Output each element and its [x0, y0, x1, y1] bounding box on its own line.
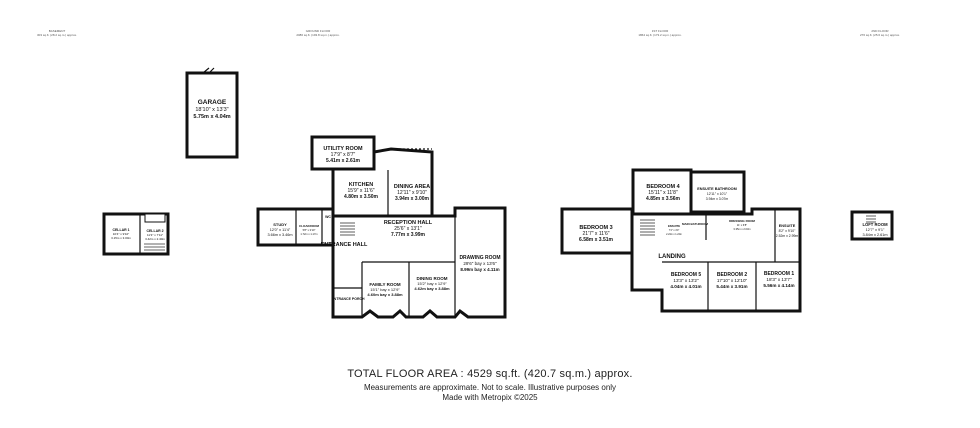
family-room-label: FAMILY ROOM [369, 282, 401, 287]
cloakroom-imperial: 5'8" x 3'10" [303, 228, 316, 232]
bedroom5-metric: 4.04m x 4.01m [670, 284, 701, 289]
ground-floor-plan: UTILITY ROOM 17'9" x 8'7" 5.41m x 2.61m … [256, 135, 507, 319]
cellar1-metric: 3.15m x 3.00m [111, 236, 131, 240]
floor-header-basement: BASEMENT 303 sq.ft. (28.2 sq.m.) approx. [37, 29, 77, 37]
cellar1-label: CELLAR 1 [112, 228, 129, 232]
floor-header-first: 1ST FLOOR 1864 sq.ft. (173.2 sq.m.) appr… [638, 29, 682, 37]
ensuite-label: ENSUITE [779, 224, 796, 228]
entrance-hall-label: ENTRANCE HALL [321, 242, 368, 248]
family-room-metric: 4.60m bay x 3.88m [367, 292, 403, 297]
cellar2-metric: 3.42m x 2.40m [145, 237, 165, 241]
kitchen-metric: 4.80m x 3.50m [344, 194, 378, 200]
loft-room-imperial: 12'7" x 9'1" [866, 228, 885, 232]
svg-text:1ST FLOOR: 1ST FLOOR [652, 29, 669, 33]
dining-area-label: DINING AREA [394, 184, 430, 190]
ensuite-small-imperial: 7'4" x 4'0" [669, 229, 680, 232]
first-floor-plan: BEDROOM 3 21'7" x 11'6" 6.58m x 3.51m BE… [560, 168, 802, 313]
garage-imperial: 18'10" x 13'3" [195, 107, 228, 113]
drawing-room-metric: 8.99m bay x 4.11m [460, 267, 499, 272]
made-with-credit: Made with Metropix ©2025 [442, 393, 538, 402]
dining-area-imperial: 12'11" x 9'10" [397, 190, 427, 196]
cellar1-imperial: 10'4" x 9'10" [113, 232, 129, 236]
ensuite-imperial: 8'2" x 9'10" [779, 229, 797, 233]
bedroom5-imperial: 13'3" x 13'2" [673, 278, 699, 283]
bedroom3-imperial: 21'7" x 11'6" [582, 231, 609, 237]
kitchen-label: KITCHEN [349, 182, 373, 188]
dining-area-metric: 3.94m x 3.00m [395, 196, 429, 202]
bedroom2-label: BEDROOM 2 [717, 272, 748, 278]
main-bathroom-label: MAIN BATHROOM [682, 222, 708, 226]
cellar2-label: CELLAR 2 [146, 229, 163, 233]
dining-room-metric: 4.62m bay x 3.88m [414, 286, 450, 291]
drawing-room-label: DRAWING ROOM [459, 255, 500, 261]
dressing-room-metric: 3.35m x 2.03m [733, 227, 750, 231]
svg-text:2ND FLOOR: 2ND FLOOR [871, 29, 889, 33]
basement-plan: CELLAR 1 10'4" x 9'10" 3.15m x 3.00m CEL… [102, 212, 170, 256]
svg-text:276 sq.ft. (25.6 sq.m.) approx: 276 sq.ft. (25.6 sq.m.) approx. [860, 33, 900, 37]
dressing-room-imperial: 11' x 6'8" [737, 223, 747, 227]
cellar2-imperial: 11'3" x 7'11" [147, 233, 163, 237]
ensuite-bathroom-imperial: 12'11" x 10'1" [707, 192, 728, 196]
svg-text:303 sq.ft. (28.2 sq.m.) approx: 303 sq.ft. (28.2 sq.m.) approx. [37, 33, 77, 37]
bedroom3-metric: 6.58m x 3.51m [579, 237, 613, 243]
utility-imperial: 17'9" x 8'7" [331, 152, 356, 158]
study-imperial: 12'0" x 11'4" [270, 228, 291, 232]
ensuite-small-label: ENSUITE [668, 224, 680, 228]
garage-metric: 5.75m x 4.04m [193, 114, 230, 120]
family-room-imperial: 15'1" bay x 12'9" [370, 287, 400, 292]
study-label: STUDY [273, 222, 287, 227]
bedroom2-metric: 5.44m x 3.91m [716, 284, 747, 289]
bedroom1-imperial: 18'3" x 13'7" [766, 277, 792, 282]
bedroom5-label: BEDROOM 5 [671, 272, 702, 278]
total-floor-area: TOTAL FLOOR AREA : 4529 sq.ft. (420.7 sq… [347, 368, 633, 380]
reception-imperial: 25'6" x 13'1" [394, 226, 422, 232]
kitchen-imperial: 15'9" x 11'6" [347, 188, 374, 194]
ensuite-small-metric: 2.24m x 1.22m [666, 233, 682, 236]
reception-metric: 7.77m x 3.99m [391, 232, 425, 238]
ensuite-bathroom-label: ENSUITE BATHROOM [697, 187, 737, 191]
dining-room-label: DINING ROOM [417, 276, 448, 281]
bedroom1-metric: 5.56m x 4.14m [763, 283, 794, 288]
drawing-room-imperial: 29'6" bay x 13'6" [463, 261, 497, 266]
svg-text:1864 sq.ft. (173.2 sq.m.) appr: 1864 sq.ft. (173.2 sq.m.) approx. [638, 33, 682, 37]
ensuite-bathroom-metric: 3.94m x 3.07m [706, 197, 729, 201]
loft-room-label: LOFT ROOM [862, 222, 888, 227]
reception-label: RECEPTION HALL [384, 220, 433, 226]
utility-metric: 5.41m x 2.61m [326, 158, 360, 164]
dining-room-imperial: 15'2" bay x 12'9" [417, 281, 447, 286]
entrance-porch-label: ENTRANCE PORCH [331, 297, 365, 301]
ensuite-metric: 2.52m x 2.99m [776, 234, 799, 238]
utility-label: UTILITY ROOM [323, 146, 363, 152]
floor-header-second: 2ND FLOOR 276 sq.ft. (25.6 sq.m.) approx… [860, 29, 900, 37]
garage-label: GARAGE [198, 99, 227, 106]
bedroom4-metric: 4.85m x 3.56m [646, 196, 680, 202]
dressing-room-label: DRESSING ROOM [729, 219, 755, 223]
bedroom3-label: BEDROOM 3 [579, 225, 612, 231]
bedroom4-label: BEDROOM 4 [646, 184, 680, 190]
cloakroom-label: CLOAKROOM [299, 224, 319, 228]
bedroom4-imperial: 15'11" x 11'8" [648, 190, 678, 196]
bedroom1-label: BEDROOM 1 [764, 271, 795, 277]
floor-header-ground: GROUND FLOOR 2086 sq.ft. (193.8 sq.m.) a… [296, 29, 340, 37]
landing-label: LANDING [658, 254, 686, 260]
second-floor-plan: LOFT ROOM 12'7" x 9'1" 3.84m x 2.61m [850, 210, 894, 241]
study-metric: 3.66m x 3.46m [267, 233, 292, 237]
garage: GARAGE 18'10" x 13'3" 5.75m x 4.04m [185, 67, 239, 159]
svg-text:BASEMENT: BASEMENT [49, 29, 66, 33]
cloakroom-metric: 1.72m x 1.17m [300, 232, 317, 236]
svg-text:GROUND FLOOR: GROUND FLOOR [306, 29, 331, 33]
loft-room-metric: 3.84m x 2.61m [862, 233, 887, 237]
bedroom2-imperial: 17'10" x 12'10" [717, 278, 748, 283]
wc-label: WC [325, 215, 331, 219]
svg-text:2086 sq.ft. (193.8 sq.m.) appr: 2086 sq.ft. (193.8 sq.m.) approx. [296, 33, 340, 37]
disclaimer-note: Measurements are approximate. Not to sca… [363, 383, 617, 392]
